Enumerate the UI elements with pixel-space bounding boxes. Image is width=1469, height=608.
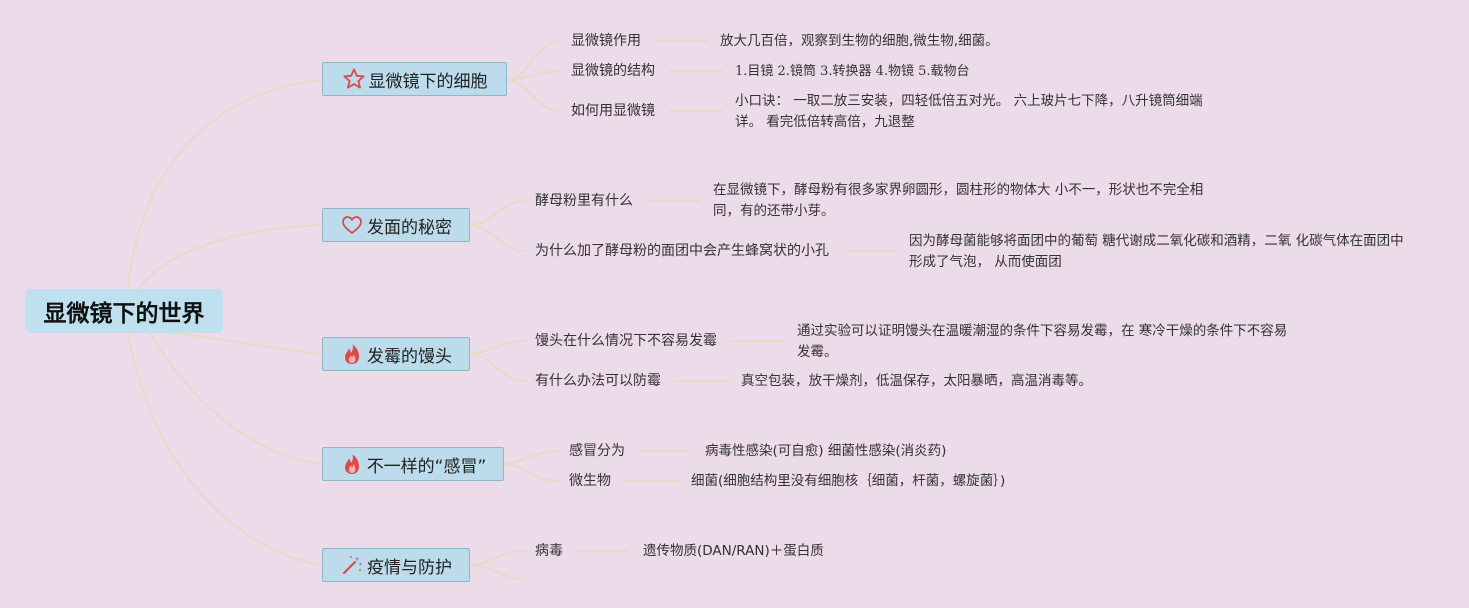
subtopic-label[interactable]: 病毒 <box>535 543 563 559</box>
star-icon <box>342 67 366 91</box>
subtopic-label[interactable]: 酵母粉里有什么 <box>535 193 633 209</box>
connector-root-topic-2 <box>137 224 323 291</box>
fire-icon <box>340 452 364 476</box>
topic-label: 不一样的“感冒” <box>366 456 487 477</box>
subtopic-label[interactable]: 感冒分为 <box>569 443 625 459</box>
connector-root-topic-3 <box>174 332 323 355</box>
magic-wand-icon <box>340 553 364 577</box>
detail-text: 在显微镜下，酵母粉有很多家界卵圆形，圆柱形的物体大 小不一，形状也不完全相同，有… <box>713 182 1204 219</box>
detail-text: 因为酵母菌能够将面团中的葡萄 糖代谢成二氧化碳和酒精，二氧 化碳气体在面团中形成… <box>909 233 1404 270</box>
topic-label: 显微镜下的细胞 <box>368 71 488 92</box>
subtopic-label[interactable]: 微生物 <box>569 473 611 489</box>
subtopic-label[interactable]: 有什么办法可以防霉 <box>535 373 661 389</box>
topic-label: 疫情与防护 <box>367 557 452 578</box>
topic-node-cells[interactable]: 显微镜下的细胞 <box>322 62 507 96</box>
fire-icon <box>340 342 364 366</box>
subtopic-label[interactable]: 显微镜作用 <box>571 33 641 49</box>
detail-text: 1.目镜 2.镜筒 3.转换器 4.物镜 5.载物台 <box>735 64 970 79</box>
topic-label: 发霉的馒头 <box>367 346 452 367</box>
heart-icon <box>340 213 364 237</box>
detail-text: 病毒性感染(可自愈) 细菌性感染(消炎药) <box>705 443 947 459</box>
subtopic-label[interactable]: 为什么加了酵母粉的面团中会产生蜂窝状的小孔 <box>535 243 829 259</box>
subtopic-label[interactable]: 显微镜的结构 <box>571 63 655 79</box>
detail-text: 小口诀： 一取二放三安装，四轻低倍五对光。 六上玻片七下降，八升镜筒细端详。 看… <box>735 93 1203 130</box>
root-node[interactable]: 显微镜下的世界 <box>25 289 223 333</box>
detail-text: 通过实验可以证明馒头在温暖潮湿的条件下容易发霉，在 寒冷干燥的条件下不容易发霉。 <box>797 323 1288 360</box>
topic-node-dough[interactable]: 发面的秘密 <box>322 208 470 242</box>
connector-root-topic-4 <box>149 332 323 465</box>
topic-node-moldy-bun[interactable]: 发霉的馒头 <box>322 337 470 371</box>
detail-text: 真空包装，放干燥剂，低温保存，太阳暴晒，高温消毒等。 <box>741 373 1092 389</box>
subtopic-label[interactable]: 馒头在什么情况下不容易发霉 <box>535 333 717 349</box>
topic-node-epidemic[interactable]: 疫情与防护 <box>322 548 470 582</box>
topic-node-cold[interactable]: 不一样的“感冒” <box>322 447 504 481</box>
subtopic-label[interactable]: 如何用显微镜 <box>571 103 655 119</box>
connector-root-topic-5 <box>127 332 323 566</box>
detail-text: 细菌(细胞结构里没有细胞核｛细菌，杆菌，螺旋菌｝) <box>691 473 1006 489</box>
detail-text: 遗传物质(DAN/RAN)＋蛋白质 <box>643 543 824 559</box>
connector-root-topic-1 <box>127 79 323 291</box>
topic-label: 发面的秘密 <box>367 217 452 238</box>
detail-text: 放大几百倍，观察到生物的细胞,微生物,细菌。 <box>720 33 999 49</box>
